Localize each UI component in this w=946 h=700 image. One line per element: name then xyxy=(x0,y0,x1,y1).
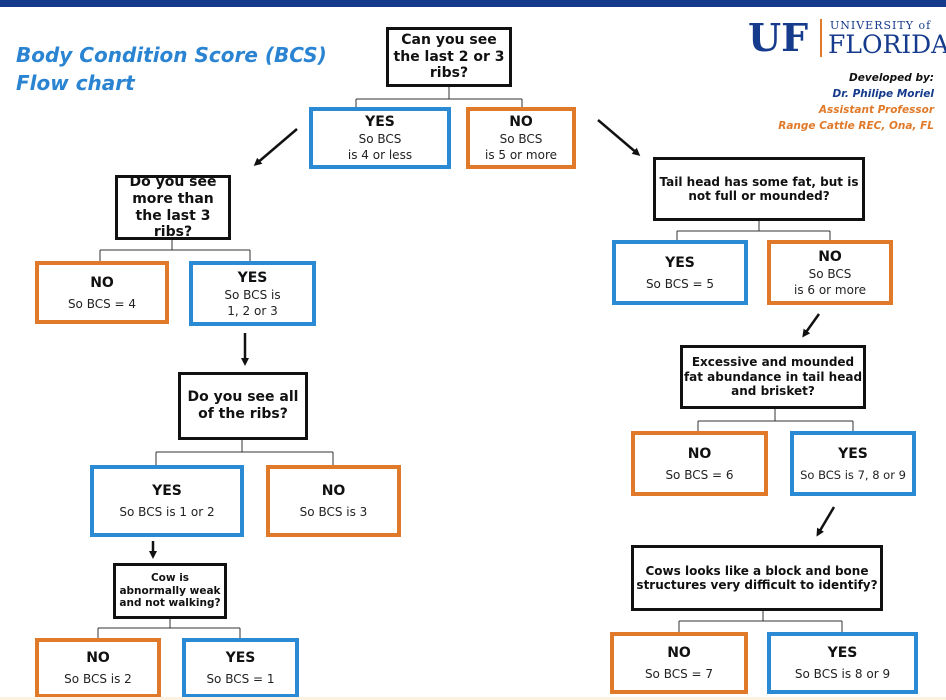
credits-institution: Range Cattle REC, Ona, FL xyxy=(778,120,934,132)
answer-head: YES xyxy=(665,254,695,271)
answer-text: is 6 or more xyxy=(793,282,867,297)
arrow-left-branch xyxy=(253,128,298,166)
answer-head: NO xyxy=(667,645,691,661)
answer-no-bcs-2: NO So BCS is 2 xyxy=(35,638,161,698)
answer-head: YES xyxy=(152,483,182,499)
answer-head: YES xyxy=(838,445,868,462)
answer-text: So BCS = 5 xyxy=(645,276,715,291)
logo-university-of: UNIVERSITY of xyxy=(830,19,932,32)
answer-yes-bcs-1-or-2: YES So BCS is 1 or 2 xyxy=(90,465,244,537)
answer-text: is 5 or more xyxy=(484,148,558,162)
answer-head: NO xyxy=(321,483,346,499)
answer-no-bcs-6: NO So BCS = 6 xyxy=(631,431,768,496)
credits-block: Developed by: Dr. Philipe Moriel Assista… xyxy=(778,70,934,134)
answer-text: So BCS is 3 xyxy=(299,505,368,519)
answer-head: NO xyxy=(90,274,114,291)
answer-no-bcs-6-or-more: NO So BCS is 6 or more xyxy=(767,240,893,305)
answer-yes-bcs-1: YES So BCS = 1 xyxy=(182,638,299,698)
answer-no-bcs-3: NO So BCS is 3 xyxy=(266,465,401,537)
question-tail-head-some-fat-text: Tail head has some fat, but is not full … xyxy=(659,174,859,203)
question-looks-like-block-text: Cows looks like a block and bone structu… xyxy=(636,563,878,592)
credits-role: Assistant Professor xyxy=(818,104,934,116)
answer-text: So BCS = 1 xyxy=(206,672,275,686)
question-weak-not-walking: Cow is abnormally weak and not walking? xyxy=(113,563,227,619)
question-last-ribs-text: Can you see the last 2 or 3 ribs? xyxy=(393,31,505,82)
answer-text: So BCS = 6 xyxy=(665,467,734,482)
answer-head: NO xyxy=(509,114,533,130)
answer-text: So BCS xyxy=(808,266,852,281)
question-more-than-3-ribs-text: Do you see more than the last 3 ribs? xyxy=(129,173,217,241)
connector-root xyxy=(355,87,523,107)
answer-head: YES xyxy=(237,269,268,286)
logo-uf: UF xyxy=(748,15,809,60)
answer-yes-bcs-1-2-3: YES So BCS is 1, 2 or 3 xyxy=(189,261,316,326)
answer-no-bcs-7: NO So BCS = 7 xyxy=(610,632,748,694)
answer-head: NO xyxy=(818,248,842,265)
flow-connectors xyxy=(97,87,854,638)
connector-weak xyxy=(97,619,241,638)
answer-text: is 4 or less xyxy=(347,148,413,162)
question-excessive-mounded-fat-text: Excessive and mounded fat abundance in t… xyxy=(683,355,863,399)
answer-text: So BCS = 4 xyxy=(67,296,137,311)
connector-block xyxy=(678,611,843,632)
answer-head: YES xyxy=(225,650,256,666)
answer-text: So BCS is 1 or 2 xyxy=(119,505,215,519)
answer-head: YES xyxy=(365,114,395,130)
credits-author: Dr. Philipe Moriel xyxy=(832,88,934,100)
answer-yes-bcs-7-8-9: YES So BCS is 7, 8 or 9 xyxy=(790,431,916,496)
question-more-than-3-ribs: Do you see more than the last 3 ribs? xyxy=(115,173,231,241)
answer-text: So BCS xyxy=(358,132,402,146)
logo-florida: FLORIDA xyxy=(828,30,946,59)
bottom-strip xyxy=(0,697,946,700)
answer-text: 1, 2 or 3 xyxy=(227,303,278,318)
question-all-ribs-text: Do you see all of the ribs? xyxy=(187,389,299,422)
answer-yes-bcs-4-or-less: YES So BCS is 4 or less xyxy=(309,107,451,169)
question-last-ribs: Can you see the last 2 or 3 ribs? xyxy=(386,27,512,87)
connector-excessive xyxy=(697,409,854,431)
answer-no-bcs-4: NO So BCS = 4 xyxy=(35,261,169,324)
uf-logo: UF UNIVERSITY of FLORIDA xyxy=(742,15,946,67)
connector-more-than-3 xyxy=(99,240,251,261)
answer-text: So BCS is 7, 8 or 9 xyxy=(800,467,906,482)
arrow-to-excessive xyxy=(802,313,821,338)
answer-text: So BCS is xyxy=(224,287,281,302)
answer-no-bcs-5-or-more: NO So BCS is 5 or more xyxy=(466,107,576,169)
credits-developed-by: Developed by: xyxy=(849,72,934,84)
answer-yes-bcs-5: YES So BCS = 5 xyxy=(612,240,748,305)
question-excessive-mounded-fat: Excessive and mounded fat abundance in t… xyxy=(680,345,866,409)
question-tail-head-some-fat: Tail head has some fat, but is not full … xyxy=(653,157,865,221)
answer-text: So BCS is 2 xyxy=(64,672,132,686)
answer-yes-bcs-8-or-9: YES So BCS is 8 or 9 xyxy=(767,632,918,694)
question-weak-not-walking-text: Cow is abnormally weak and not walking? xyxy=(119,572,221,610)
question-looks-like-block: Cows looks like a block and bone structu… xyxy=(631,545,883,611)
answer-head: YES xyxy=(827,645,858,661)
page-subtitle: Flow chart xyxy=(16,71,135,95)
arrow-right-branch xyxy=(597,119,641,156)
answer-head: NO xyxy=(86,650,110,666)
question-all-ribs: Do you see all of the ribs? xyxy=(178,372,308,440)
answer-head: NO xyxy=(687,445,712,462)
logo-divider xyxy=(820,19,822,57)
arrow-to-block xyxy=(816,506,836,537)
answer-text: So BCS = 7 xyxy=(644,667,714,681)
answer-text: So BCS is 8 or 9 xyxy=(794,667,891,681)
connector-tail-fat xyxy=(676,221,831,240)
answer-text: So BCS xyxy=(499,132,543,146)
connector-all-ribs xyxy=(155,440,334,465)
page-title: Body Condition Score (BCS) xyxy=(16,43,327,67)
